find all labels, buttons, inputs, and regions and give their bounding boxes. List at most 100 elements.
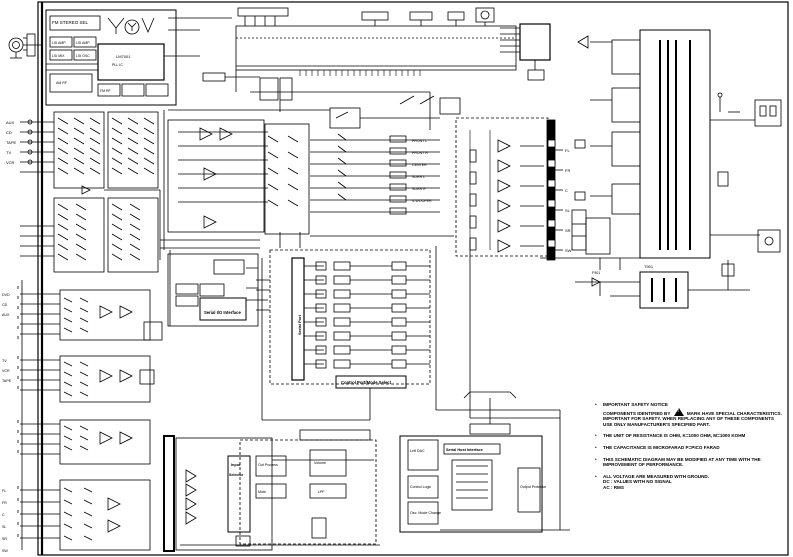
notes-title: IMPORTANT SAFETY NOTICE <box>603 402 668 407</box>
input-dvd: DVD <box>2 293 10 297</box>
input-aux: AUX <box>6 120 15 125</box>
note-dc: DC : VALUES WITH NO SIGNAL <box>603 479 672 485</box>
input-tv2: TV <box>2 359 7 363</box>
note-ac: AC : RMS <box>603 484 624 490</box>
ch-front-l: FRONT L <box>412 139 427 143</box>
power-transformer <box>540 29 782 309</box>
note-capacitance: THE CAPACITANCE IS MICROFARAD P=PICO FAR… <box>603 444 720 450</box>
input-tape: TAPE <box>6 140 16 145</box>
ch-woofer: S.WOOFER <box>412 199 432 203</box>
dac-left-label: Left DAC <box>410 449 425 453</box>
tone-control-block <box>167 119 310 235</box>
tuner-module <box>45 9 232 106</box>
notes-title-row: • IMPORTANT SAFETY NOTICE <box>595 402 790 408</box>
input-selector-c <box>20 197 159 273</box>
note-modified-b: IMPROVEMENT OF PERFORMANCE. <box>603 462 684 468</box>
input-labels: AUX CD TAPE TV VCR DVD CD AUX TV VCR TAP… <box>2 120 16 553</box>
ch-surr-r: SURR R <box>412 187 426 191</box>
out-fr: FR <box>2 501 7 505</box>
safety-notes: • IMPORTANT SAFETY NOTICE COMPONENTS IDE… <box>595 402 790 491</box>
micom-block <box>519 23 551 61</box>
lsi-mix: LSI MIX <box>52 54 65 58</box>
dsp-block <box>163 429 380 552</box>
serial-io-label: Serial I/O Interface <box>204 310 241 315</box>
input-cd: CD <box>6 130 12 135</box>
out-sw: SW <box>2 549 8 553</box>
lower-left-channel-4 <box>20 479 151 551</box>
lsi-amp-b: LSI AMP <box>76 41 90 45</box>
notes-line1: COMPONENTS IDENTIFIED BY <box>603 410 671 416</box>
spk-fr: FR <box>565 168 570 173</box>
note-modified: THIS SCHEMATIC DIAGRAM MAY BE MODIFIED A… <box>603 456 761 462</box>
spk-fl: FL <box>565 148 570 153</box>
input-aux2: AUX <box>2 313 10 317</box>
serial-host-interface <box>443 443 501 455</box>
diagram-frame <box>37 1 789 556</box>
dsp-out-label: Out Process <box>258 463 278 467</box>
out-fl: FL <box>2 489 6 493</box>
am-rf: AM RF <box>56 81 67 85</box>
antenna-connector <box>8 33 42 59</box>
warning-triangle-icon <box>673 407 684 416</box>
lsi-ic-block <box>97 43 165 81</box>
lsi-label: LM7001 <box>116 54 131 59</box>
dsp-lpf-label: LPF <box>318 490 325 494</box>
ch-surr-l: SURR L <box>412 175 425 179</box>
serial-port-block <box>261 240 560 421</box>
dac-ctrl-label: Control Logic <box>410 485 431 489</box>
notes-line2: IMPORTANT FOR SAFETY. WHEN REPLACING ANY… <box>603 416 774 422</box>
dsp-volume-label: Volume <box>314 461 326 465</box>
lower-left-channel-3 <box>20 419 151 465</box>
note-voltage: ALL VOLTAGE ARE MEASURED WITH GROUND. <box>603 473 709 479</box>
control-port-block <box>335 375 407 389</box>
control-port-label: Control Port/Mode Select <box>341 380 392 385</box>
serial-io-block <box>167 253 268 327</box>
input-vcr: VCR <box>6 160 15 165</box>
input-vcr2: VCR <box>2 369 10 373</box>
input-lines-top <box>20 119 160 195</box>
lsi-sub-label: PLL IC <box>112 63 123 67</box>
dac-left <box>407 439 439 471</box>
dac-osc-label: Osc. Mode Change <box>410 511 441 515</box>
notes-line1b: MARK HAVE SPECIAL CHARACTERISTICS. <box>686 410 782 416</box>
control-bus <box>202 7 551 112</box>
out-sl: SL <box>2 525 6 529</box>
out-sr: SR <box>2 537 7 541</box>
notes-line3: USE ONLY MANUFACTURER'S SPECIFIED PART. <box>603 421 710 427</box>
dsp-input-selector <box>227 455 251 533</box>
dac-block <box>399 391 570 533</box>
spk-sr: SR <box>565 228 571 233</box>
input-selector-b <box>107 111 159 189</box>
lsi-amp-a: LSI AMP <box>52 41 66 45</box>
dsp-input-label: Input <box>231 463 241 467</box>
ch-center: CENTER <box>412 163 427 167</box>
out-c: C <box>2 513 5 517</box>
block-labels: FM STEREO SEL LM7001 PLL IC LSI AMP LSI … <box>52 20 654 515</box>
input-selector-a <box>53 111 105 189</box>
speaker-terminal-labels: FL FR C SL SR SW <box>565 148 572 253</box>
fm-stereo-label: FM STEREO SEL <box>52 20 89 25</box>
lsi-osc: LSI OSC <box>76 54 90 58</box>
bullet: • <box>595 402 597 407</box>
input-tv: TV <box>6 150 11 155</box>
fm-stereo-block <box>49 15 101 31</box>
serial-host-label: Serial Host Interface <box>446 448 483 452</box>
notes-line1-row: COMPONENTS IDENTIFIED BY MARK HAVE SPECI… <box>595 407 790 417</box>
input-cd2: CD <box>2 303 8 307</box>
input-tape2: TAPE <box>2 379 12 383</box>
fuse-label: F901 <box>592 271 600 275</box>
note-resistance: THE UNIT OF RESISTANCE IS OHM, K=1000 OH… <box>603 433 746 439</box>
serial-port-label: Serial Port <box>297 314 302 335</box>
fm-rf: FM RF <box>100 89 111 93</box>
spk-sl: SL <box>565 208 571 213</box>
spk-c: C <box>565 188 568 193</box>
ch-front-r: FRONT R <box>412 151 428 155</box>
output-protector-label: Output Protector <box>520 485 547 489</box>
lower-left-channel-1 <box>20 289 163 341</box>
dsp-mute-label: Mute <box>258 490 266 494</box>
lower-left-channel-2 <box>20 355 155 403</box>
dsp-selector-label: Selector <box>229 473 244 477</box>
speaker-terminal-column <box>546 119 563 261</box>
spk-sw: SW <box>565 248 572 253</box>
